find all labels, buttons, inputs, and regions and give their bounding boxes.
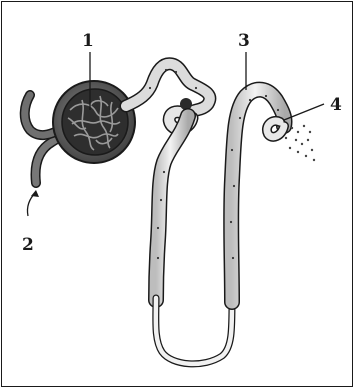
label-2: 2: [22, 235, 34, 255]
label-1: 1: [82, 31, 94, 51]
label-4: 4: [330, 95, 342, 115]
bowmans-capsule: [53, 81, 135, 163]
label-3: 3: [238, 31, 250, 51]
proximal-tubule: [126, 64, 210, 129]
loop-of-henle: [156, 90, 285, 364]
